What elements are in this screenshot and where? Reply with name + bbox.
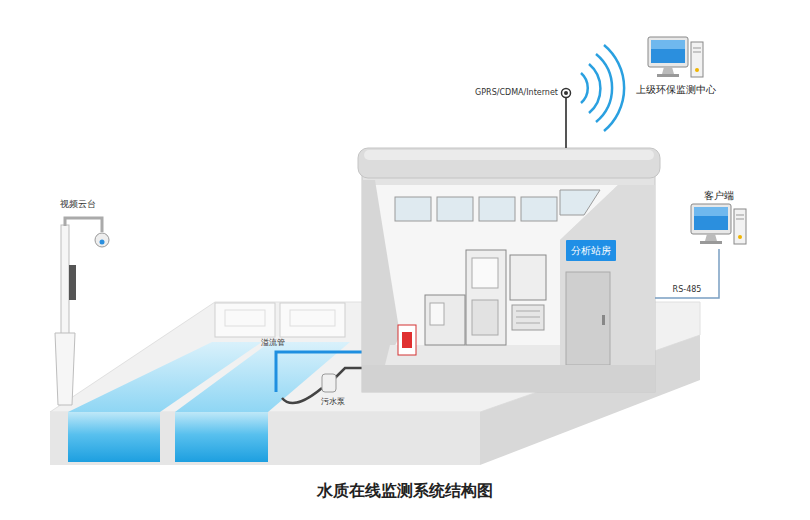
camera-pole-part — [69, 265, 76, 300]
monitor-frame — [691, 204, 731, 234]
wireless-wave-part — [596, 54, 612, 122]
station-building-part — [479, 197, 515, 221]
wireless-wave-part — [589, 64, 600, 113]
antenna-part — [565, 97, 567, 148]
wireless-wave-part — [581, 73, 588, 103]
back-tank — [215, 303, 345, 337]
station-building-part — [430, 303, 444, 325]
wireless-wave-part — [604, 45, 624, 131]
antenna-part — [562, 89, 571, 98]
water-pool-part — [68, 412, 160, 462]
antenna-part — [564, 91, 568, 95]
camera-pole-part — [61, 225, 69, 335]
antenna — [562, 89, 571, 149]
power-light — [695, 68, 699, 72]
tower-slot — [693, 48, 701, 52]
node-label: 客户端 — [702, 188, 736, 203]
station-building-part — [472, 300, 498, 335]
monitor-base — [700, 241, 722, 244]
camera-label: 视频云台 — [60, 199, 96, 210]
screen-shine — [694, 207, 728, 216]
computer-icon — [647, 36, 705, 82]
water-pool-part — [175, 412, 268, 462]
edge-label: RS-485 — [671, 285, 704, 295]
station-sign: 分析站房 — [566, 240, 616, 261]
camera-pole — [55, 218, 109, 405]
power-light — [738, 235, 742, 239]
back-tank-part — [225, 310, 265, 326]
pipe-part — [322, 374, 336, 392]
back-tank-part — [215, 303, 275, 337]
station-building-part — [362, 365, 655, 392]
station-building-part — [398, 325, 416, 355]
ground-slab-part — [50, 412, 480, 465]
station-building-part — [402, 332, 412, 348]
rs485-cable — [655, 249, 719, 298]
station-building-part — [362, 180, 400, 365]
pipe-part — [276, 352, 372, 392]
back-tank-part — [280, 303, 345, 337]
pipe — [276, 352, 372, 403]
figure-caption: 水质在线监测系统结构图 — [0, 481, 810, 502]
station-building-part — [512, 305, 544, 330]
monitor-center: 上级环保监测中心 — [634, 36, 718, 97]
wireless-wave — [581, 45, 624, 131]
camera-pole-part — [55, 333, 75, 405]
station-building-part — [437, 197, 473, 221]
overflow-pipe-label: 溢流管 — [261, 338, 285, 348]
station-building-part — [510, 255, 546, 300]
monitor-screen — [694, 207, 728, 230]
station-building-part — [372, 185, 618, 365]
computer-icon — [690, 203, 748, 249]
back-tank-part — [290, 310, 335, 326]
monitor-frame — [648, 37, 688, 67]
camera-pole-part — [95, 233, 109, 247]
station-building-part — [560, 185, 655, 365]
pipe-part — [282, 388, 322, 403]
station-building-part — [364, 150, 654, 160]
station-building-part — [466, 250, 506, 345]
pc-tower — [734, 209, 746, 244]
station-house: 分析站房 — [558, 238, 655, 388]
pump-label: 污水泵 — [321, 397, 345, 407]
station-building-part — [358, 148, 660, 178]
network-label: GPRS/CDMA/Internet — [475, 88, 558, 98]
client-terminal: 客户端 — [690, 188, 748, 249]
station-building-part — [425, 295, 465, 345]
station-building-part — [472, 258, 498, 288]
station-building-part — [395, 197, 431, 221]
station-building-part — [566, 272, 610, 365]
station-building-part — [516, 311, 540, 323]
water-pool — [68, 342, 350, 462]
pc-tower — [691, 42, 703, 77]
station-building-part — [521, 197, 557, 221]
monitor-base — [657, 74, 679, 77]
station-building-part — [602, 315, 605, 325]
camera-pole-part — [100, 240, 105, 245]
screen-shine — [651, 40, 685, 49]
station-building — [358, 148, 660, 392]
monitor-stand — [705, 234, 717, 241]
monitor-screen — [651, 40, 685, 63]
node-label: 上级环保监测中心 — [634, 82, 718, 97]
station-building-part — [362, 172, 655, 392]
camera-pole-part — [65, 218, 102, 232]
monitor-stand — [662, 67, 674, 74]
tower-slot — [736, 215, 744, 219]
